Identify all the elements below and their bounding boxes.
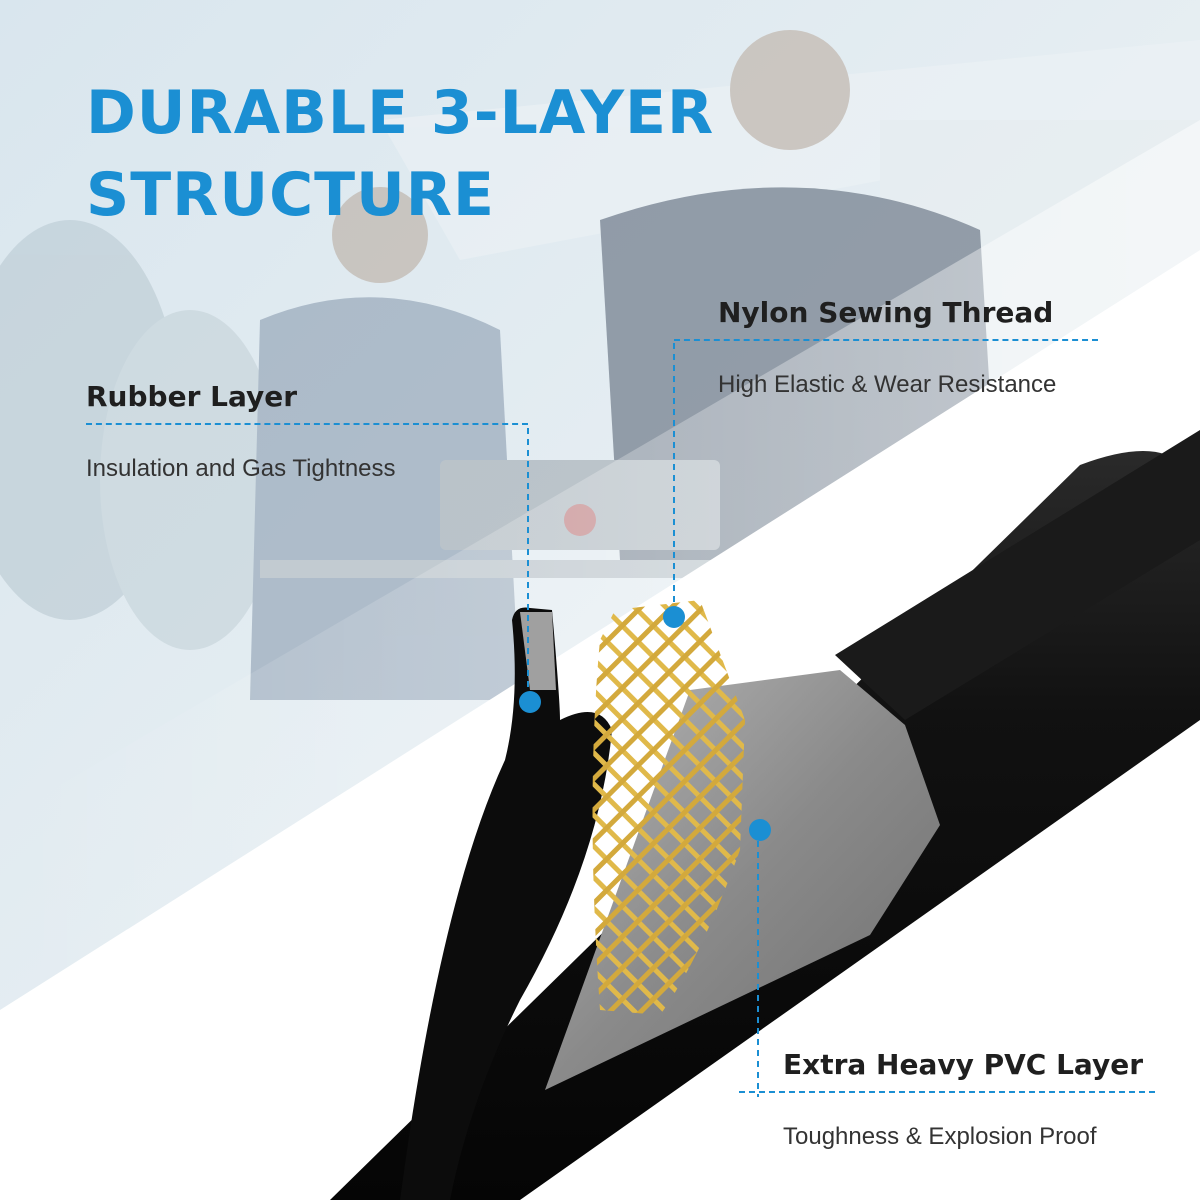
callout-description: High Elastic & Wear Resistance (718, 371, 1057, 398)
callout-rubber-layer: Rubber Layer Insulation and Gas Tightnes… (86, 380, 528, 483)
callout-title: Extra Heavy PVC Layer (783, 1048, 1144, 1081)
callout-divider (674, 339, 1098, 341)
headline-line-1: DURABLE 3-LAYER (86, 78, 715, 148)
callout-title: Nylon Sewing Thread (718, 296, 1054, 329)
callout-title: Rubber Layer (86, 380, 298, 413)
headline: DURABLE 3-LAYER STRUCTURE (86, 72, 714, 236)
callout-pvc-layer: Extra Heavy PVC Layer Toughness & Explos… (739, 1048, 1155, 1151)
callout-divider (86, 423, 528, 425)
callout-divider (739, 1091, 1155, 1093)
callout-description: Insulation and Gas Tightness (86, 455, 396, 482)
callout-nylon-thread: Nylon Sewing Thread High Elastic & Wear … (674, 296, 1098, 399)
headline-line-2: STRUCTURE (86, 160, 495, 230)
callout-description: Toughness & Explosion Proof (783, 1123, 1097, 1150)
